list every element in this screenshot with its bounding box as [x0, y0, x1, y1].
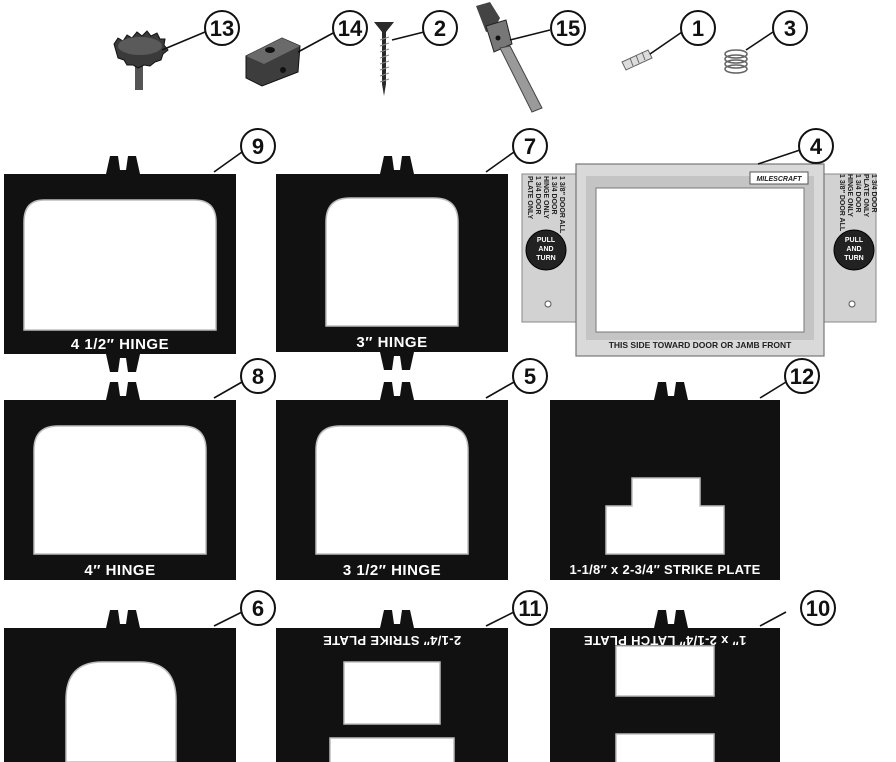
template-10: 1″ x 2-1/4″ LATCH PLATE [550, 610, 780, 762]
leader-10 [759, 611, 787, 627]
frame-knob-right-text-1: PULL [845, 237, 864, 244]
frame-left-line-1: 1 3/8″ DOOR ALL [558, 176, 565, 234]
leader-5 [485, 381, 515, 399]
frame-left-line-3: HINGE ONLY [542, 176, 549, 219]
template-11-label: 2-1/4″ STRIKE PLATE [323, 633, 461, 648]
callout-10: 10 [800, 590, 836, 626]
template-7-label: 3″ HINGE [356, 334, 427, 351]
star-knob-part [113, 30, 169, 90]
frame-left-line-2: 1 3/4 DOOR [550, 176, 557, 215]
callout-5: 5 [512, 358, 548, 394]
leader-8 [213, 381, 243, 399]
leader-7 [485, 151, 515, 173]
frame-knob-left-text-3: TURN [536, 255, 555, 262]
leader-9 [213, 151, 243, 173]
callout-11: 11 [512, 590, 548, 626]
screw-part [374, 22, 394, 96]
callout-5-number: 5 [524, 364, 536, 389]
frame-knob-left-text-2: AND [538, 246, 553, 253]
frame-knob-right-text-2: AND [846, 246, 861, 253]
callout-4-number: 4 [810, 134, 823, 159]
callout-4: 4 [798, 128, 834, 164]
callout-13-number: 13 [210, 16, 234, 41]
callout-3: 3 [772, 10, 808, 46]
template-9-label: 4 1/2″ HINGE [71, 336, 169, 353]
callout-14: 14 [332, 10, 368, 46]
frame-right-line-5: 1 3/8″ DOOR ALL [838, 174, 845, 232]
callout-10-number: 10 [806, 596, 830, 621]
guide-block-part [245, 37, 301, 87]
frame-brand: MILESCRAFT [756, 176, 802, 183]
callout-2-number: 2 [434, 16, 446, 41]
leader-15 [509, 29, 551, 41]
template-11: 2-1/4″ STRIKE PLATE [276, 610, 508, 762]
leader-3 [745, 31, 774, 51]
leader-14 [297, 31, 336, 53]
spring-part [724, 49, 748, 74]
frame-knob-left-text-1: PULL [537, 237, 556, 244]
callout-13: 13 [204, 10, 240, 46]
callout-9: 9 [240, 128, 276, 164]
callout-7-number: 7 [524, 134, 536, 159]
frame-knob-right: PULL AND TURN [833, 229, 875, 271]
set-screw-part [621, 49, 653, 71]
leader-1 [649, 31, 683, 55]
base-frame-4: MILESCRAFT THIS SIDE TOWARD DOOR OR JAMB… [521, 163, 877, 357]
router-bit-part [476, 2, 543, 113]
callout-15-number: 15 [556, 16, 580, 41]
template-7: 3″ HINGE [276, 156, 508, 370]
frame-right-line-4: HINGE ONLY [846, 174, 853, 217]
leader-2 [391, 31, 425, 41]
template-8-label: 4″ HINGE [84, 562, 155, 579]
callout-3-number: 3 [784, 16, 796, 41]
leader-13 [161, 31, 206, 51]
template-5: 3 1/2″ HINGE [276, 382, 508, 580]
template-9: 4 1/2″ HINGE [4, 156, 236, 372]
frame-left-line-4: 1 3/4 DOOR [534, 176, 541, 215]
callout-9-number: 9 [252, 134, 264, 159]
callout-6: 6 [240, 590, 276, 626]
callout-12-number: 12 [790, 364, 814, 389]
template-12: 1-1/8″ x 2-3/4″ STRIKE PLATE [550, 382, 780, 580]
frame-knob-right-text-3: TURN [844, 255, 863, 262]
template-10-label: 1″ x 2-1/4″ LATCH PLATE [584, 633, 747, 648]
template-6 [4, 610, 236, 762]
frame-right-line-3: 1 3/4 DOOR [854, 174, 861, 213]
leader-4 [757, 149, 801, 165]
callout-14-number: 14 [338, 16, 363, 41]
callout-12: 12 [784, 358, 820, 394]
callout-1: 1 [680, 10, 716, 46]
template-8: 4″ HINGE [4, 382, 236, 580]
leader-12 [759, 381, 787, 399]
leader-11 [485, 611, 515, 627]
callout-8: 8 [240, 358, 276, 394]
callout-8-number: 8 [252, 364, 264, 389]
callout-7: 7 [512, 128, 548, 164]
template-5-label: 3 1/2″ HINGE [343, 562, 441, 579]
template-12-label: 1-1/8″ x 2-3/4″ STRIKE PLATE [569, 562, 760, 577]
callout-2: 2 [422, 10, 458, 46]
frame-bottom-text: THIS SIDE TOWARD DOOR OR JAMB FRONT [609, 340, 792, 350]
callout-11-number: 11 [518, 596, 541, 621]
frame-right-line-1: 1 3/4 DOOR [870, 174, 877, 213]
callout-6-number: 6 [252, 596, 264, 621]
callout-15: 15 [550, 10, 586, 46]
frame-knob-left: PULL AND TURN [525, 229, 567, 271]
frame-right-line-2: PLATE ONLY [862, 174, 869, 218]
leader-6 [213, 611, 243, 627]
callout-1-number: 1 [692, 16, 704, 41]
frame-left-line-5: PLATE ONLY [526, 176, 533, 220]
